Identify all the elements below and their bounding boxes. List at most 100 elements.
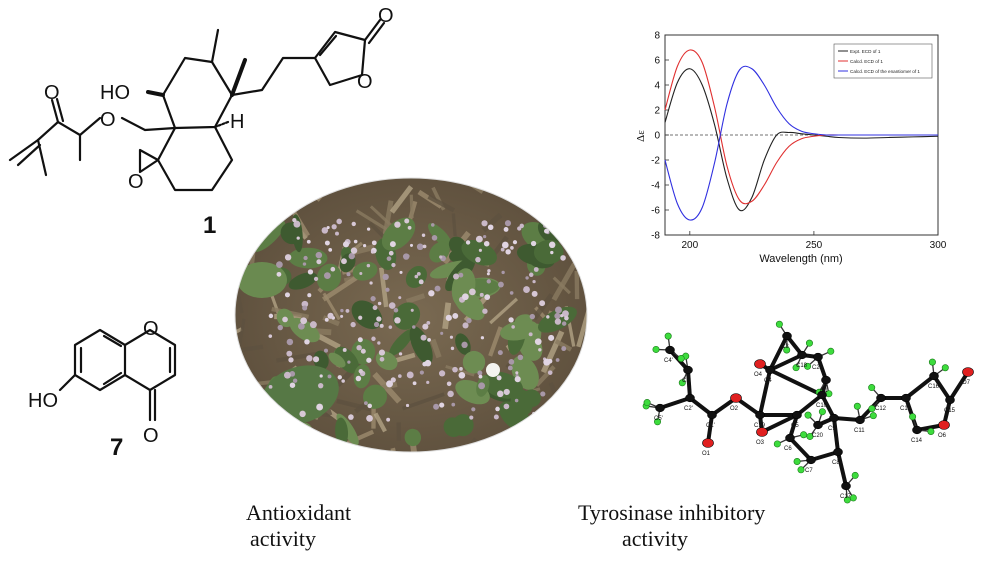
crystal-label-c6: C6 (784, 446, 792, 452)
ecd-ytick-label: -2 (651, 156, 660, 167)
crystal-label-c20: C20 (812, 433, 824, 439)
crystal-bond (769, 368, 823, 397)
crystal-hydrogen (800, 431, 808, 439)
crystal-hydrogen (818, 408, 826, 416)
crystal-bond (769, 353, 803, 372)
compound-7-structure (58, 328, 177, 422)
crystal-atom-c8 (833, 447, 843, 457)
crystal-hydrogen (804, 411, 812, 419)
ecd-legend-label: Calcd. ECD of the enantiomer of 1 (850, 69, 920, 74)
crystal-atom-c2 (813, 352, 823, 362)
crystal-atom-c10 (817, 390, 827, 400)
crystal-label-c8: C8 (832, 460, 840, 466)
crystal-label-c9: C9 (828, 426, 836, 432)
crystal-bond (795, 393, 824, 417)
crystal-atom-o3 (756, 427, 768, 437)
ecd-legend-box (833, 43, 933, 79)
crystal-bond (788, 436, 813, 462)
crystal-atom-c5p (655, 403, 665, 413)
crystal-label-o3: O3 (756, 440, 765, 446)
compound-7-carbonyl-oxygen-label: O (143, 425, 159, 447)
crystal-hydrogen (843, 496, 851, 504)
antioxidant-caption: Antioxidant activity (246, 500, 351, 553)
crystal-bond (832, 417, 840, 453)
crystal-label-c2p: C2' (684, 406, 693, 412)
crystal-hydrogen (783, 346, 791, 354)
tyrosinase-caption: Tyrosinase inhibitory activity (578, 500, 765, 553)
crystal-atom-c20 (813, 420, 823, 430)
tyrosinase-caption-line-2: activity (622, 526, 688, 552)
crystal-atom-c16 (929, 371, 939, 381)
crystal-label-o4: O4 (754, 372, 763, 378)
compound-1-hydrogen-label: H (230, 111, 244, 133)
ecd-legend-label: Expt. ECD of 1 (850, 49, 881, 54)
crystal-label-c4: C4 (764, 378, 772, 384)
compound-1-number: 1 (203, 212, 216, 239)
crystal-atom-c5 (792, 410, 802, 420)
crystal-atom-c6 (785, 433, 795, 443)
crystal-label-c3: C3 (781, 344, 789, 350)
compound-1-ester-oxygen-label: O (100, 109, 116, 131)
crystal-atom-o1 (702, 438, 714, 448)
crystal-bond (688, 396, 714, 417)
crystal-hydrogen (804, 362, 812, 370)
ecd-ytick-label: -6 (651, 206, 660, 217)
crystal-label-c17: C17 (840, 494, 852, 500)
ecd-ytick-label: 6 (654, 56, 660, 67)
ecd-legend-label: Calcd. ECD of 1 (850, 59, 883, 64)
crystal-atom-c9 (829, 413, 839, 423)
crystal-hydrogen (941, 364, 949, 372)
crystal-label-c4p: C4' (664, 358, 673, 364)
crystal-hydrogen (797, 466, 805, 474)
crystal-hydrogen (664, 332, 672, 340)
crystal-label-c2: C2 (812, 365, 820, 371)
compound-7-ring-oxygen-label: O (143, 318, 159, 340)
crystal-label-o7: O7 (962, 380, 971, 386)
crystal-atom-c14 (912, 425, 922, 435)
crystal-label-c1: C1 (820, 388, 828, 394)
crystal-atom-c19 (755, 410, 765, 420)
crystal-bond (836, 451, 848, 487)
crystal-label-c16: C16 (928, 384, 940, 390)
crystal-atom-c1p (707, 410, 717, 420)
crystal-hydrogen (928, 358, 936, 366)
crystal-label-o2: O2 (730, 406, 739, 412)
crystal-label-c11: C11 (854, 428, 865, 434)
crystal-atom-o6 (938, 420, 950, 430)
ecd-xtick-label: 250 (806, 240, 823, 251)
crystal-hydrogen (851, 471, 859, 479)
crystal-label-c19: C19 (754, 423, 766, 429)
compound-7-number: 7 (110, 434, 123, 461)
crystal-hydrogen (793, 458, 801, 466)
ecd-chart-ylabel: Δε (635, 130, 647, 142)
crystal-atom-c13 (901, 393, 911, 403)
crystal-bond (768, 335, 789, 371)
compound-1-lactone-oxygen-label: O (357, 71, 373, 93)
crystal-atom-c3 (782, 331, 792, 341)
crystal-hydrogen (869, 412, 877, 420)
crystal-label-c13: C13 (900, 406, 912, 412)
ecd-ytick-label: -4 (651, 181, 660, 192)
crystal-atom-c4p (665, 345, 675, 355)
crystal-hydrogen (677, 354, 685, 362)
crystal-label-o6: O6 (938, 433, 947, 439)
crystal-label-c3p: C3' (682, 378, 691, 384)
crystal-atom-o2 (730, 393, 742, 403)
crystal-hydrogen (654, 418, 662, 426)
crystal-hydrogen (909, 413, 917, 421)
compound-1-epoxide-oxygen-label: O (128, 171, 144, 193)
ecd-xtick-label: 300 (930, 240, 947, 251)
ecd-ytick-label: 2 (654, 106, 660, 117)
crystal-bond (904, 374, 936, 400)
crystal-atom-c15 (945, 395, 955, 405)
crystal-label-c7: C7 (805, 468, 813, 474)
crystal-bond (761, 413, 798, 434)
crystal-label-c12: C12 (875, 406, 887, 412)
ecd-ytick-label: -8 (651, 231, 660, 242)
crystal-atom-c18 (797, 350, 807, 360)
crystal-hydrogen (868, 405, 876, 413)
crystal-atom-c7 (806, 455, 816, 465)
crystal-atom-o7 (962, 367, 974, 377)
